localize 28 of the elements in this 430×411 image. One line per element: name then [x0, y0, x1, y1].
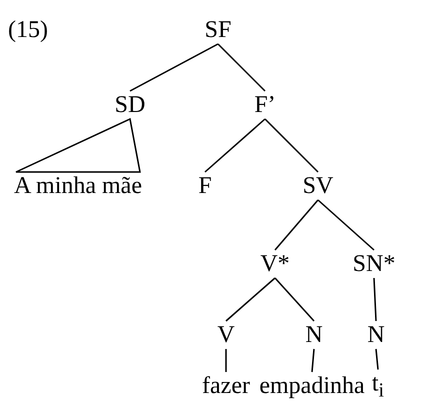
tree-node-label: empadinha	[259, 373, 365, 399]
tree-node-label: SD	[114, 92, 146, 118]
tree-branch	[373, 278, 377, 322]
tree-branch	[375, 348, 379, 370]
tree-node-label: N	[305, 322, 323, 348]
tree-node-label: V*	[260, 251, 290, 277]
tree-node-label: SN*	[352, 251, 396, 277]
tree-branch	[204, 118, 266, 173]
tree-branch	[226, 277, 276, 322]
tree-node-label: SF	[204, 17, 232, 43]
tree-branch	[311, 348, 315, 372]
tree-branch	[318, 199, 374, 251]
tree-branch	[274, 200, 319, 250]
tree-branch	[225, 349, 227, 372]
tree-node-label: N	[367, 322, 385, 348]
tree-node-label: A minha mãe	[14, 173, 142, 199]
example-number: (15)	[8, 18, 48, 42]
tree-branch	[217, 43, 266, 92]
tree-node-label: SV	[302, 173, 334, 199]
tree-node-label: F	[198, 173, 212, 199]
triangle-branch	[15, 118, 141, 173]
tree-branch	[264, 118, 319, 173]
tree-node-label: V	[217, 322, 235, 348]
tree-node-label: F’	[254, 92, 276, 118]
tree-node-label: fazer	[202, 373, 250, 399]
tree-node-label: t$_{i}$	[372, 370, 384, 402]
tree-branch	[130, 43, 218, 92]
tree-branch	[274, 278, 315, 322]
